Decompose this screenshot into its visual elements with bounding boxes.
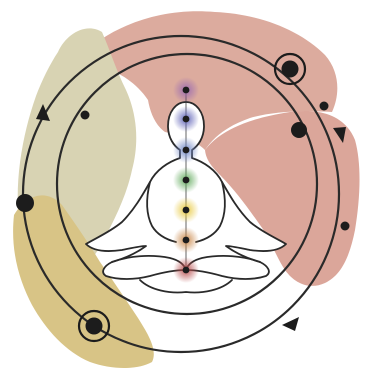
solar-plexus-chakra-dot	[183, 207, 190, 214]
small-node	[81, 111, 90, 120]
heart-chakra-dot	[183, 177, 190, 184]
third-eye-chakra	[173, 106, 199, 132]
small-node	[320, 102, 329, 111]
sacral-chakra	[173, 227, 199, 253]
throat-chakra	[173, 137, 199, 163]
large-node	[16, 194, 34, 212]
third-eye-chakra-dot	[183, 116, 190, 123]
small-node	[341, 222, 350, 231]
large-node	[291, 122, 307, 138]
root-chakra	[173, 257, 199, 283]
crown-chakra-dot	[183, 87, 190, 94]
crown-chakra	[173, 77, 199, 103]
heart-chakra	[173, 167, 199, 193]
root-chakra-dot	[183, 267, 190, 274]
solar-plexus-chakra	[173, 197, 199, 223]
arrow-down-bottom	[282, 317, 299, 331]
sacral-chakra-dot	[183, 237, 190, 244]
throat-chakra-dot	[183, 147, 190, 154]
